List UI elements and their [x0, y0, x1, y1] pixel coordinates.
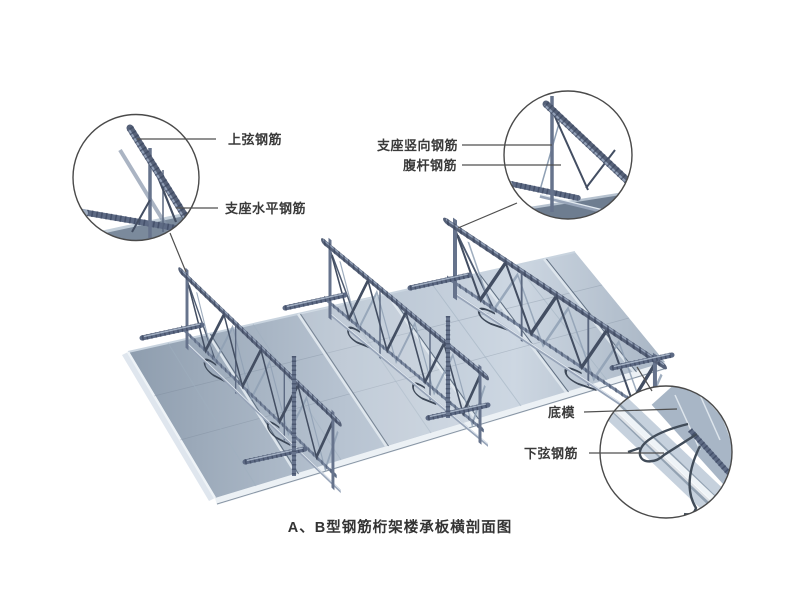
- callout-support-horizontal-rebar: 支座水平钢筋: [225, 201, 307, 216]
- callout-bottom-form: 底模: [548, 405, 576, 420]
- truss-left: [142, 263, 341, 500]
- callout-web-bar-rebar: 腹杆钢筋: [402, 158, 457, 173]
- callout-top-chord-rebar: 上弦钢筋: [228, 132, 283, 147]
- figure-caption: A、B型钢筋桁架楼承板横剖面图: [287, 520, 513, 536]
- callout-support-vertical-rebar: 支座竖向钢筋: [376, 138, 458, 153]
- detail-circle-bottom-chord: [599, 385, 733, 519]
- truss-middle: [285, 234, 488, 454]
- detail-circle-support-vertical: [503, 90, 633, 220]
- callout-bottom-chord-rebar: 下弦钢筋: [524, 446, 579, 461]
- leader-lines: [137, 138, 678, 454]
- deck-plate: [122, 251, 668, 505]
